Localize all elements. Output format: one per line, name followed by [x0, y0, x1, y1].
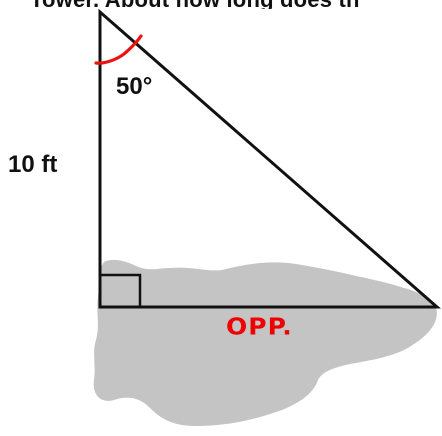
- shadow-shape: [93, 259, 437, 426]
- side-length-label: 10 ft: [8, 151, 57, 178]
- cropped-question-text: Tower. About how long does th: [0, 0, 442, 9]
- right-triangle: [98, 8, 441, 309]
- handwritten-opp-annotation: OPP.: [226, 313, 293, 340]
- question-text: Tower. About how long does th: [30, 0, 360, 9]
- angle-arc-annotation: [94, 34, 143, 65]
- angle-label: 50°: [116, 73, 152, 100]
